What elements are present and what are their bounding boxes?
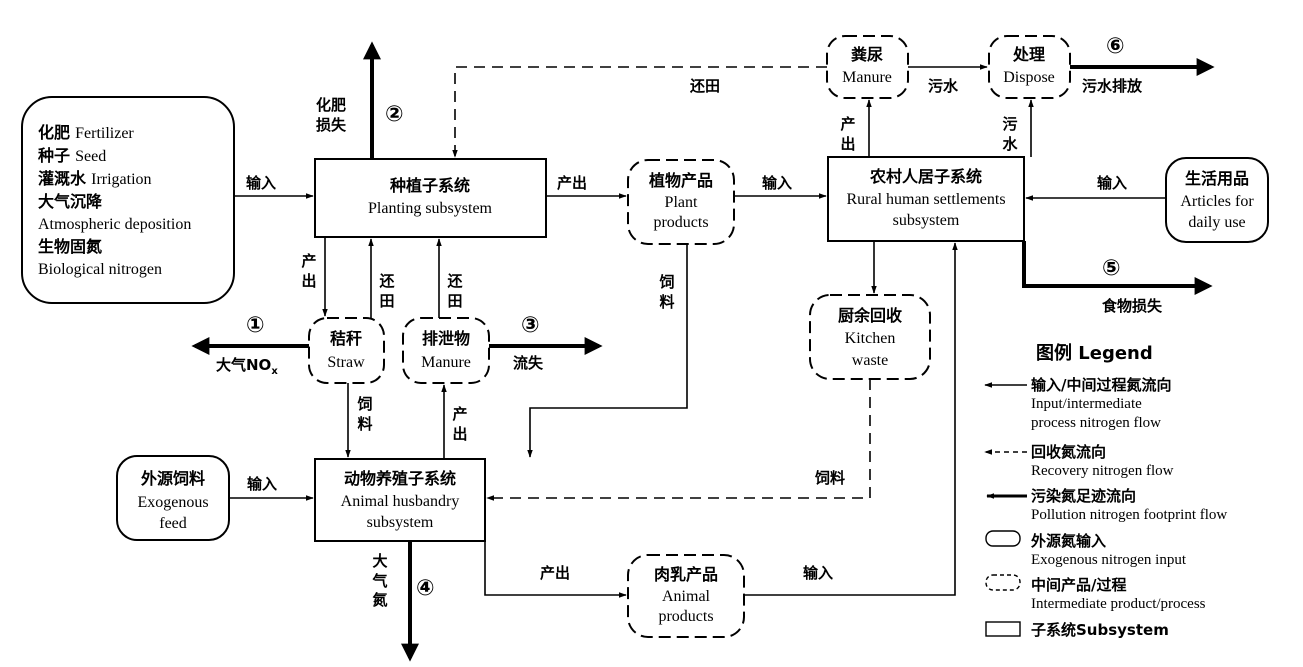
animal-subsystem-label-zh: 动物养殖子系统 [343,469,457,488]
plant-products-label-zh: 植物产品 [648,171,714,190]
dispose-label-zh: 处理 [1012,45,1046,64]
label-feed-straw: 饲料 [357,395,373,433]
legend-item-subsystem: 子系统Subsystem [1031,621,1169,639]
input-biological-en: Biological nitrogen [38,261,162,278]
label-return-straw: 还田 [379,272,395,310]
articles-daily-use-box [1165,157,1269,243]
manure-top-box [826,35,909,99]
rounded-box-icon [985,530,1021,547]
label-feed-plant: 饲料 [659,273,675,311]
exogenous-feed-label-zh: 外源饲料 [140,469,206,488]
plant-products-label-en2: products [653,214,709,231]
legend-title: 图例 Legend [1036,343,1153,364]
kitchen-waste-label-en2: waste [851,352,889,369]
manure-top-label-en: Manure [842,69,892,86]
input-seed: 种子 Seed [38,146,107,165]
dashed-rounded-box-icon [985,574,1021,591]
marker-4: ④ [416,576,435,601]
input-fertilizer: 化肥 Fertilizer [38,123,134,142]
animal-products-label-zh: 肉乳产品 [653,565,719,584]
plant-products-box [627,159,735,245]
rural-subsystem-label-en1: Rural human settlements [846,191,1006,208]
rural-subsystem-label-zh: 农村人居子系统 [869,167,983,186]
straw-label-zh: 秸秆 [329,329,363,348]
kitchen-waste-label-zh: 厨余回收 [837,306,903,325]
input-irrigation: 灌溉水 Irrigation [38,169,152,188]
marker-2: ② [385,102,404,127]
label-input-exo-feed: 输入 [247,475,278,493]
planting-subsystem-label-zh: 种植子系统 [389,176,471,195]
input-atmospheric-en: Atmospheric deposition [38,216,192,233]
animal-products-label-en1: Animal [662,588,710,605]
animal-products-label-en2: products [658,608,714,625]
manure-top-label-zh: 粪尿 [850,45,884,64]
label-feed-kitchen: 饲料 [815,469,846,487]
label-runoff: 流失 [513,354,544,372]
exogenous-inputs-list: 化肥 Fertilizer 种子 Seed 灌溉水 Irrigation 大气沉… [38,122,191,281]
manure-mid-label-zh: 排泄物 [421,329,471,348]
dispose-label-en: Dispose [1003,69,1055,86]
legend-item-pollution-flow: 污染氮足迹流向 Pollution nitrogen footprint flo… [1031,487,1228,523]
legend-item-intermediate: 中间产品/过程 Intermediate product/process [1031,576,1206,612]
label-input-articles: 输入 [1097,174,1128,192]
planting-subsystem-box [314,158,547,238]
marker-1: ① [246,313,265,338]
articles-label-en2: daily use [1188,214,1246,231]
animal-subsystem-label-en1: Animal husbandry [340,493,460,510]
label-input-animal-products: 输入 [803,564,834,582]
animal-products-box [627,554,745,638]
manure-mid-box [402,317,490,384]
input-biological-zh: 生物固氮 [38,237,103,256]
label-return-field-top: 还田 [690,77,721,95]
label-return-manure: 还田 [447,272,463,310]
label-output-planting: 产出 [557,174,588,192]
label-output-manure: 产出 [452,405,468,443]
dispose-box [988,35,1071,99]
kitchen-waste-label-en1: Kitchen [844,330,896,347]
label-atm-nox: 大气NOx [216,356,278,377]
animal-subsystem-label-en2: subsystem [366,514,434,531]
planting-subsystem-label-en: Planting subsystem [367,200,493,217]
label-output-rural: 产出 [840,115,856,153]
articles-label-zh: 生活用品 [1184,169,1250,188]
plant-products-label-en1: Plant [664,194,698,211]
legend-item-recovery-flow: 回收氮流向 Recovery nitrogen flow [1031,443,1174,479]
input-atmospheric-zh: 大气沉降 [38,192,103,211]
label-input-planting: 输入 [246,174,277,192]
marker-3: ③ [521,313,540,338]
legend-item-input-flow: 输入/中间过程氮流向 Input/intermediate process ni… [1031,376,1172,431]
label-input-rural: 输入 [762,174,793,192]
label-sewage-horizontal: 污水 [928,77,959,95]
label-output-straw: 产出 [301,252,317,290]
manure-mid-label-en: Manure [421,354,471,371]
exogenous-inputs-box [21,96,235,304]
label-atm-n: 大气氮 [372,552,388,609]
label-output-animal-products: 产出 [540,564,571,582]
articles-label-en1: Articles for [1180,193,1254,210]
straw-box [308,317,385,384]
marker-6: ⑥ [1106,34,1125,59]
label-food-loss: 食物损失 [1102,297,1163,315]
label-sewage-vertical: 污水 [1002,115,1018,153]
marker-5: ⑤ [1102,256,1121,281]
rural-settlements-subsystem-box [827,156,1025,242]
animal-husbandry-subsystem-box [314,458,486,542]
straw-label-en: Straw [327,354,365,371]
label-fertilizer-loss: 化肥损失 [316,96,347,134]
rectangle-box-icon [985,621,1021,637]
label-sewage-discharge: 污水排放 [1082,77,1143,95]
rural-subsystem-label-en2: subsystem [892,212,960,229]
legend-item-exogenous-input: 外源氮输入 Exogenous nitrogen input [1031,532,1186,568]
exogenous-feed-label-en1: Exogenous [137,494,209,511]
exogenous-feed-label-en2: feed [159,515,187,532]
